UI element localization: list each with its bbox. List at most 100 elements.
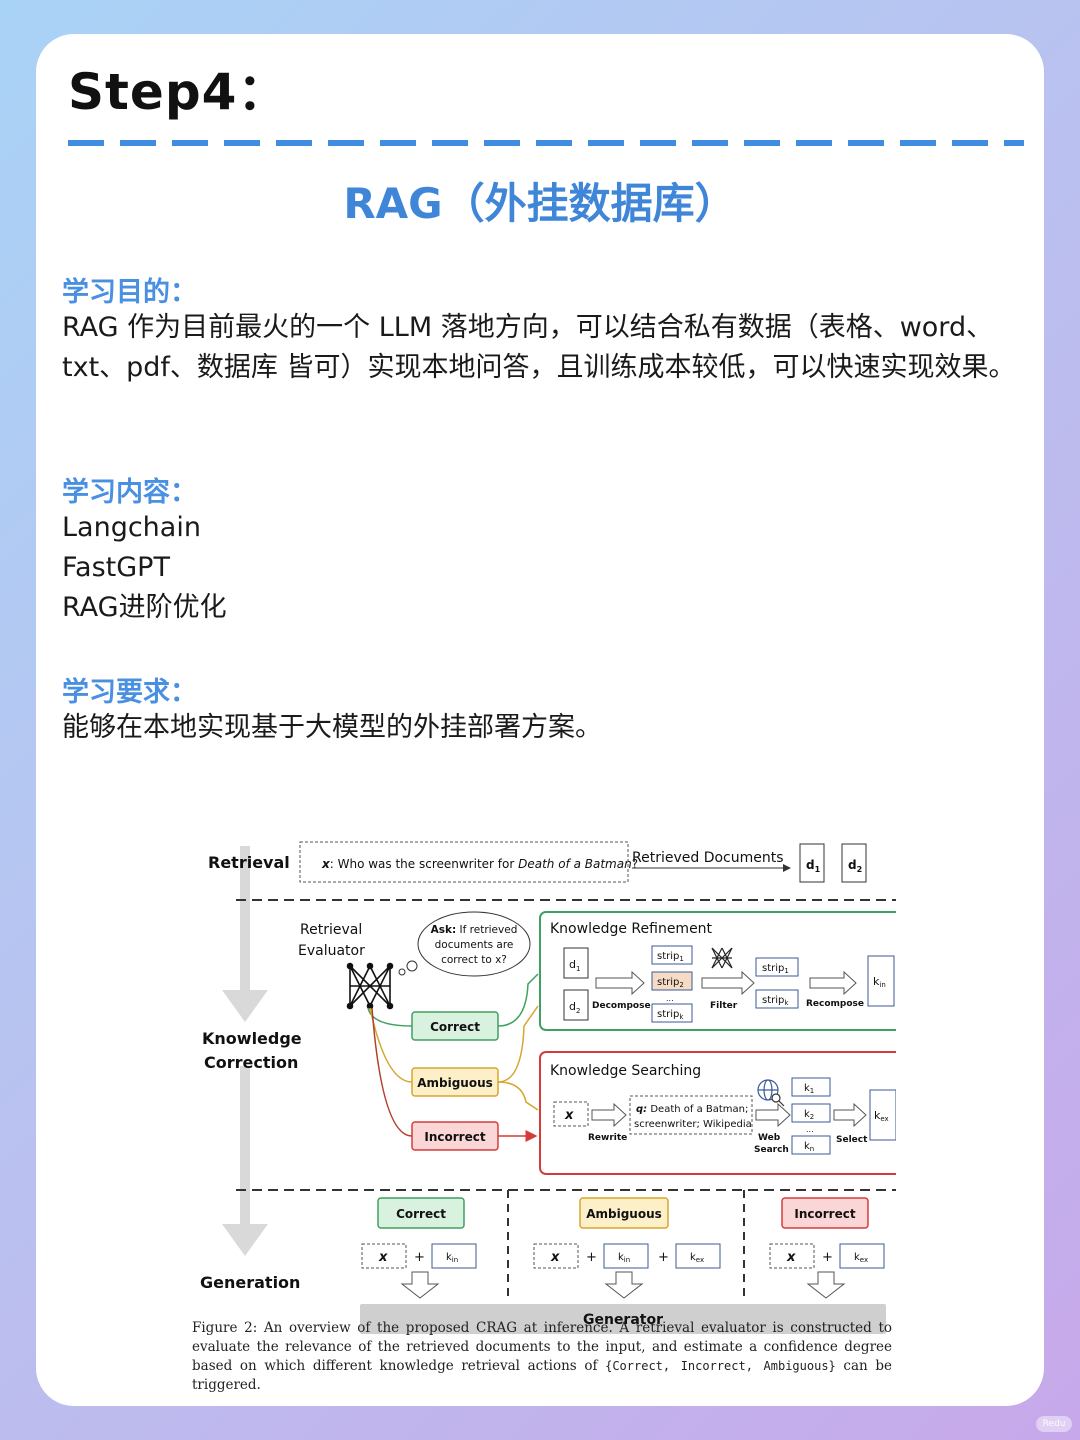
gen-ambiguous-box: [579, 1197, 669, 1229]
gen-incorrect-box: [781, 1197, 869, 1229]
stage-generation-label: Generation: [200, 1273, 300, 1292]
figure-caption: Figure 2: An overview of the proposed CR…: [192, 1320, 892, 1393]
k-ex-box: [869, 1089, 896, 1141]
doc-label: d1: [806, 858, 821, 874]
gen-x-label: x: [786, 1250, 796, 1265]
ask-text: documents are: [435, 939, 514, 951]
connector-ambiguous-search: [497, 1081, 539, 1111]
ellipsis: ...: [806, 1125, 814, 1134]
query-x-box: [553, 1101, 589, 1127]
action-correct-label: Correct: [430, 1020, 480, 1034]
doc-box: [799, 843, 825, 883]
stage-arrow: [222, 846, 268, 1256]
query-x-label: x: [564, 1108, 574, 1123]
strip-box: [651, 945, 693, 965]
gen-k-label: kin: [618, 1252, 630, 1264]
strip-box: [755, 957, 799, 977]
evaluator-label: Retrieval: [300, 922, 362, 938]
list-item: RAG进阶优化: [62, 592, 227, 623]
rewritten-query-box: [629, 1095, 753, 1135]
k-label: k2: [804, 1109, 814, 1121]
rewrite-label: Rewrite: [588, 1133, 627, 1143]
action-ambiguous-label: Ambiguous: [417, 1076, 493, 1090]
k-box: [791, 1135, 831, 1155]
action-incorrect-label: Incorrect: [424, 1130, 485, 1144]
gen-k-label: kin: [446, 1252, 458, 1264]
doc-label: d2: [848, 858, 862, 874]
strip-box: [755, 989, 799, 1009]
gen-k-box: [603, 1243, 649, 1269]
dashed-divider: [68, 140, 1024, 146]
doc-label: d2: [569, 1000, 580, 1015]
gen-x-label: x: [550, 1250, 560, 1265]
strip-label: stripk: [657, 1009, 684, 1021]
gen-incorrect-label: Incorrect: [794, 1207, 855, 1221]
retrieved-docs-label: Retrieved Documents: [632, 850, 784, 866]
searching-title: Knowledge Searching: [550, 1063, 701, 1079]
generator-label: Generator: [583, 1312, 663, 1328]
k-box: [791, 1103, 831, 1123]
down-arrow: [400, 1271, 440, 1299]
gen-k-box: [675, 1243, 721, 1269]
stage-correction-label: Correction: [204, 1053, 298, 1072]
section-heading-requirement: 学习要求：: [62, 677, 197, 708]
filter-label: Filter: [710, 1001, 738, 1011]
refinement-title: Knowledge Refinement: [550, 921, 713, 937]
globe-icon: [757, 1079, 785, 1107]
content-list: Langchain FastGPT RAG进阶优化: [62, 508, 1022, 628]
strip-label: strip1: [657, 951, 684, 963]
stage-knowledge-label: Knowledge: [202, 1029, 302, 1048]
section-heading-content: 学习内容：: [62, 477, 197, 508]
flow-arrow: [755, 1102, 791, 1128]
doc-box: [841, 843, 867, 883]
section-body-purpose: RAG 作为目前最火的一个 LLM 落地方向，可以结合私有数据（表格、word、…: [62, 312, 1016, 383]
query-box: [299, 841, 629, 883]
watermark: Redu: [1036, 1416, 1072, 1432]
k-in-box: [867, 955, 895, 1007]
ellipsis: ...: [666, 994, 674, 1003]
doc-label: d1: [569, 958, 580, 973]
list-item: FastGPT: [62, 552, 170, 583]
search-label: Search: [754, 1145, 789, 1155]
evaluator-label: Evaluator: [298, 943, 365, 959]
branch-line-correct: [367, 1007, 413, 1027]
connector-correct: [497, 973, 539, 1027]
main-title: RAG（外挂数据库）: [343, 179, 737, 228]
query-text: x: Who was the screenwriter for Death of…: [321, 857, 638, 871]
ask-thought-bubble: [417, 911, 531, 977]
gen-k-label: kex: [690, 1252, 704, 1264]
strip-label: strip1: [762, 963, 789, 975]
gen-k-box: [839, 1243, 885, 1269]
gen-correct-label: Correct: [396, 1207, 446, 1221]
plus-sign: +: [658, 1250, 669, 1265]
gen-x-box: [361, 1243, 407, 1269]
ask-text: correct to x?: [441, 954, 507, 966]
doc-box: [563, 989, 589, 1021]
plus-sign: +: [414, 1250, 425, 1265]
flow-arrow: [833, 1102, 867, 1128]
strip-box: [651, 971, 693, 991]
flow-arrow: [701, 970, 755, 996]
evaluator-network-icon: [346, 962, 394, 1010]
plus-sign: +: [586, 1250, 597, 1265]
crag-diagram: Retrieval Knowledge Correction Generatio…: [200, 841, 896, 1334]
down-arrow: [604, 1271, 644, 1299]
knowledge-refinement-panel: [539, 911, 896, 1031]
ask-text: Ask: If retrieved: [431, 924, 518, 936]
gen-correct-box: [377, 1197, 465, 1229]
doc-box: [563, 947, 589, 979]
k-label: k1: [804, 1083, 814, 1095]
flow-arrow: [591, 1102, 627, 1128]
step-title: Step4：: [68, 63, 289, 121]
section-body-requirement: 能够在本地实现基于大模型的外挂部署方案。: [62, 712, 602, 743]
strip-label: stripk: [762, 995, 789, 1007]
strip-box: [651, 1003, 693, 1023]
section-heading-purpose: 学习目的：: [62, 277, 197, 308]
decompose-label: Decompose: [592, 1001, 651, 1011]
rewritten-query-text: screenwriter; Wikipedia: [634, 1119, 752, 1130]
recompose-label: Recompose: [806, 999, 864, 1009]
list-item: Langchain: [62, 512, 201, 543]
web-label: Web: [758, 1133, 781, 1143]
content-card: Step4： RAG（外挂数据库） 学习目的： RAG 作为目前最火的一个 LL…: [36, 34, 1044, 1406]
generator-bar: [360, 1304, 886, 1334]
